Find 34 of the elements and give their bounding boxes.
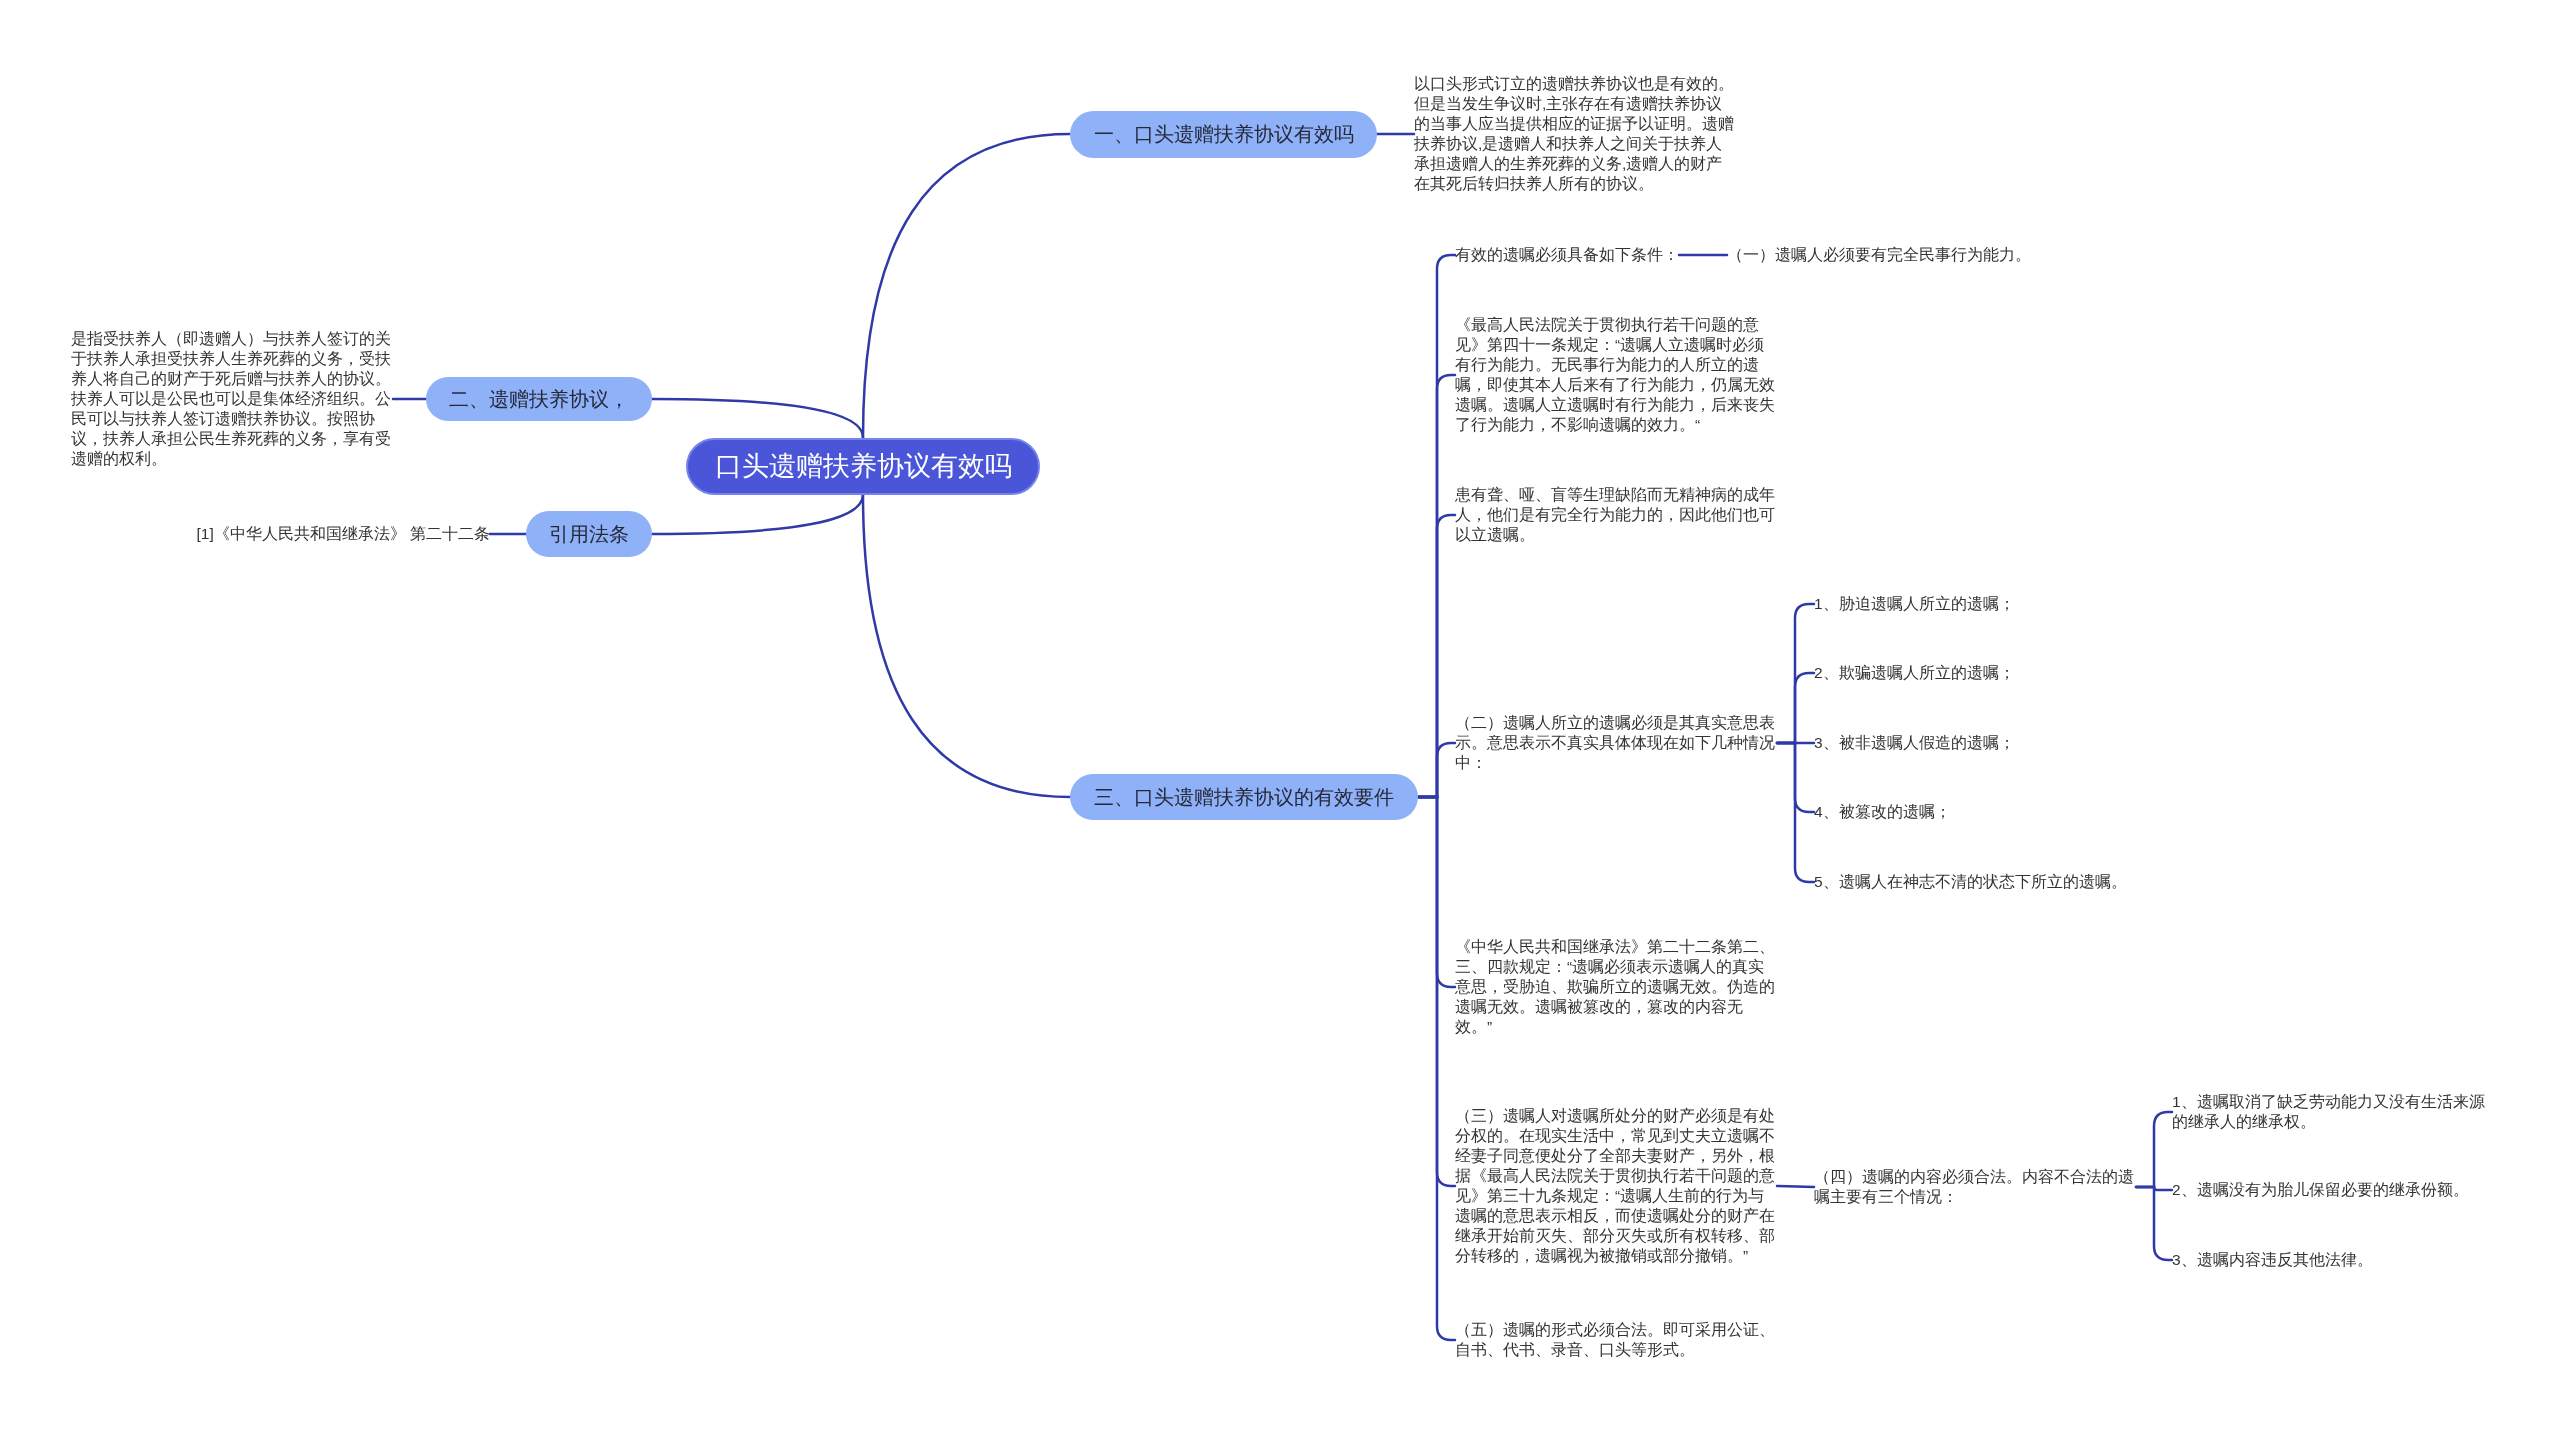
connector-line	[391, 397, 428, 401]
branch-topic: 二、遗赠扶养协议，	[426, 377, 652, 421]
topic-text: 4、被篡改的遗嘱；	[1814, 802, 1951, 822]
connector-line	[1775, 1184, 1816, 1189]
topic-text: 1、胁迫遗嘱人所立的遗嘱；	[1814, 594, 2015, 614]
central-topic: 口头遗赠扶养协议有效吗	[686, 437, 1040, 495]
topic-text: （五）遗嘱的形式必须合法。即可采用公证、自书、代书、录音、口头等形式。	[1455, 1320, 1777, 1360]
branch-topic: 一、口头遗赠扶养协议有效吗	[1070, 110, 1377, 158]
connector-line	[1375, 132, 1416, 136]
topic-text: （三）遗嘱人对遗嘱所处分的财产必须是有处分权的。在现实生活中，常见到丈夫立遗嘱不经妻子同意便处分了全部夫妻财产，另外，根据《最高人民法院关于贯彻执行若干问题的意见》第三十九条规定：“遗嘱人生前的行为与遗嘱的意思表示相反，而使遗嘱处分的财产在继承开始前灭失、部分灭失或所有权转移、部分转移的，遗嘱视为被撤销或部分撤销。”	[1455, 1106, 1777, 1266]
topic-text: 以口头形式订立的遗赠扶养协议也是有效的。但是当发生争议时,主张存在有遗赠扶养协议的当事人应当提供相应的证据予以证明。遗赠扶养协议,是遗赠人和扶养人之间关于扶养人承担遗赠人的生养死葬的义务,遗赠人的财产在其死后转归扶养人所有的协议。	[1414, 74, 1736, 194]
topic-text: 是指受扶养人（即遗赠人）与扶养人签订的关于扶养人承担受扶养人生养死葬的义务，受扶养人将自己的财产于死后赠与扶养人的协议。扶养人可以是公民也可以是集体经济组织。公民可以与扶养人签订遗赠扶养协议。按照协议，扶养人承担公民生养死葬的义务，享有受遗赠的权利。	[71, 329, 393, 469]
topic-text: 2、遗嘱没有为胎儿保留必要的继承份额。	[2172, 1180, 2469, 1200]
connector-line	[1677, 253, 1729, 257]
connector-line	[650, 397, 865, 439]
branch-topic: 引用法条	[526, 511, 652, 557]
topic-text: 有效的遗嘱必须具备如下条件：	[1455, 245, 1679, 265]
topic-text: 《最高人民法院关于贯彻执行若干问题的意见》第四十一条规定：“遗嘱人立遗嘱时必须有行为能力。无民事行为能力的人所立的遗嘱，即使其本人后来有了行为能力，仍属无效遗嘱。遗嘱人立遗嘱时有行为能力，后来丧失了行为能力，不影响遗嘱的效力。“	[1455, 315, 1777, 435]
topic-text: 《中华人民共和国继承法》第二十二条第二、三、四款规定：“遗嘱必须表示遗嘱人的真实意思，受胁迫、欺骗所立的遗嘱无效。伪造的遗嘱无效。遗嘱被篡改的，篡改的内容无效。”	[1455, 937, 1777, 1037]
connector-line	[650, 493, 865, 536]
topic-text: （一）遗嘱人必须要有完全民事行为能力。	[1727, 245, 2031, 265]
topic-text: （二）遗嘱人所立的遗嘱必须是其真实意思表示。意思表示不真实具体体现在如下几种情况中：	[1455, 713, 1777, 773]
topic-text: 3、遗嘱内容违反其他法律。	[2172, 1250, 2373, 1270]
topic-text: 5、遗嘱人在神志不清的状态下所立的遗嘱。	[1814, 872, 2127, 892]
topic-text: 患有聋、哑、盲等生理缺陷而无精神病的成年人，他们是有完全行为能力的，因此他们也可以立遗嘱。	[1455, 485, 1777, 545]
connector-line	[1416, 795, 1457, 1342]
branch-topic: 三、口头遗赠扶养协议的有效要件	[1070, 774, 1418, 820]
connector-line	[861, 493, 1072, 799]
topic-text: 3、被非遗嘱人假造的遗嘱；	[1814, 733, 2015, 753]
topic-text: 2、欺骗遗嘱人所立的遗嘱；	[1814, 663, 2015, 683]
topic-text: [1]《中华人民共和国继承法》 第二十二条	[196, 524, 490, 544]
topic-text: （四）遗嘱的内容必须合法。内容不合法的遗嘱主要有三个情况：	[1814, 1167, 2136, 1207]
connector-line	[488, 532, 528, 536]
topic-text: 1、遗嘱取消了缺乏劳动能力又没有生活来源的继承人的继承权。	[2172, 1092, 2490, 1132]
